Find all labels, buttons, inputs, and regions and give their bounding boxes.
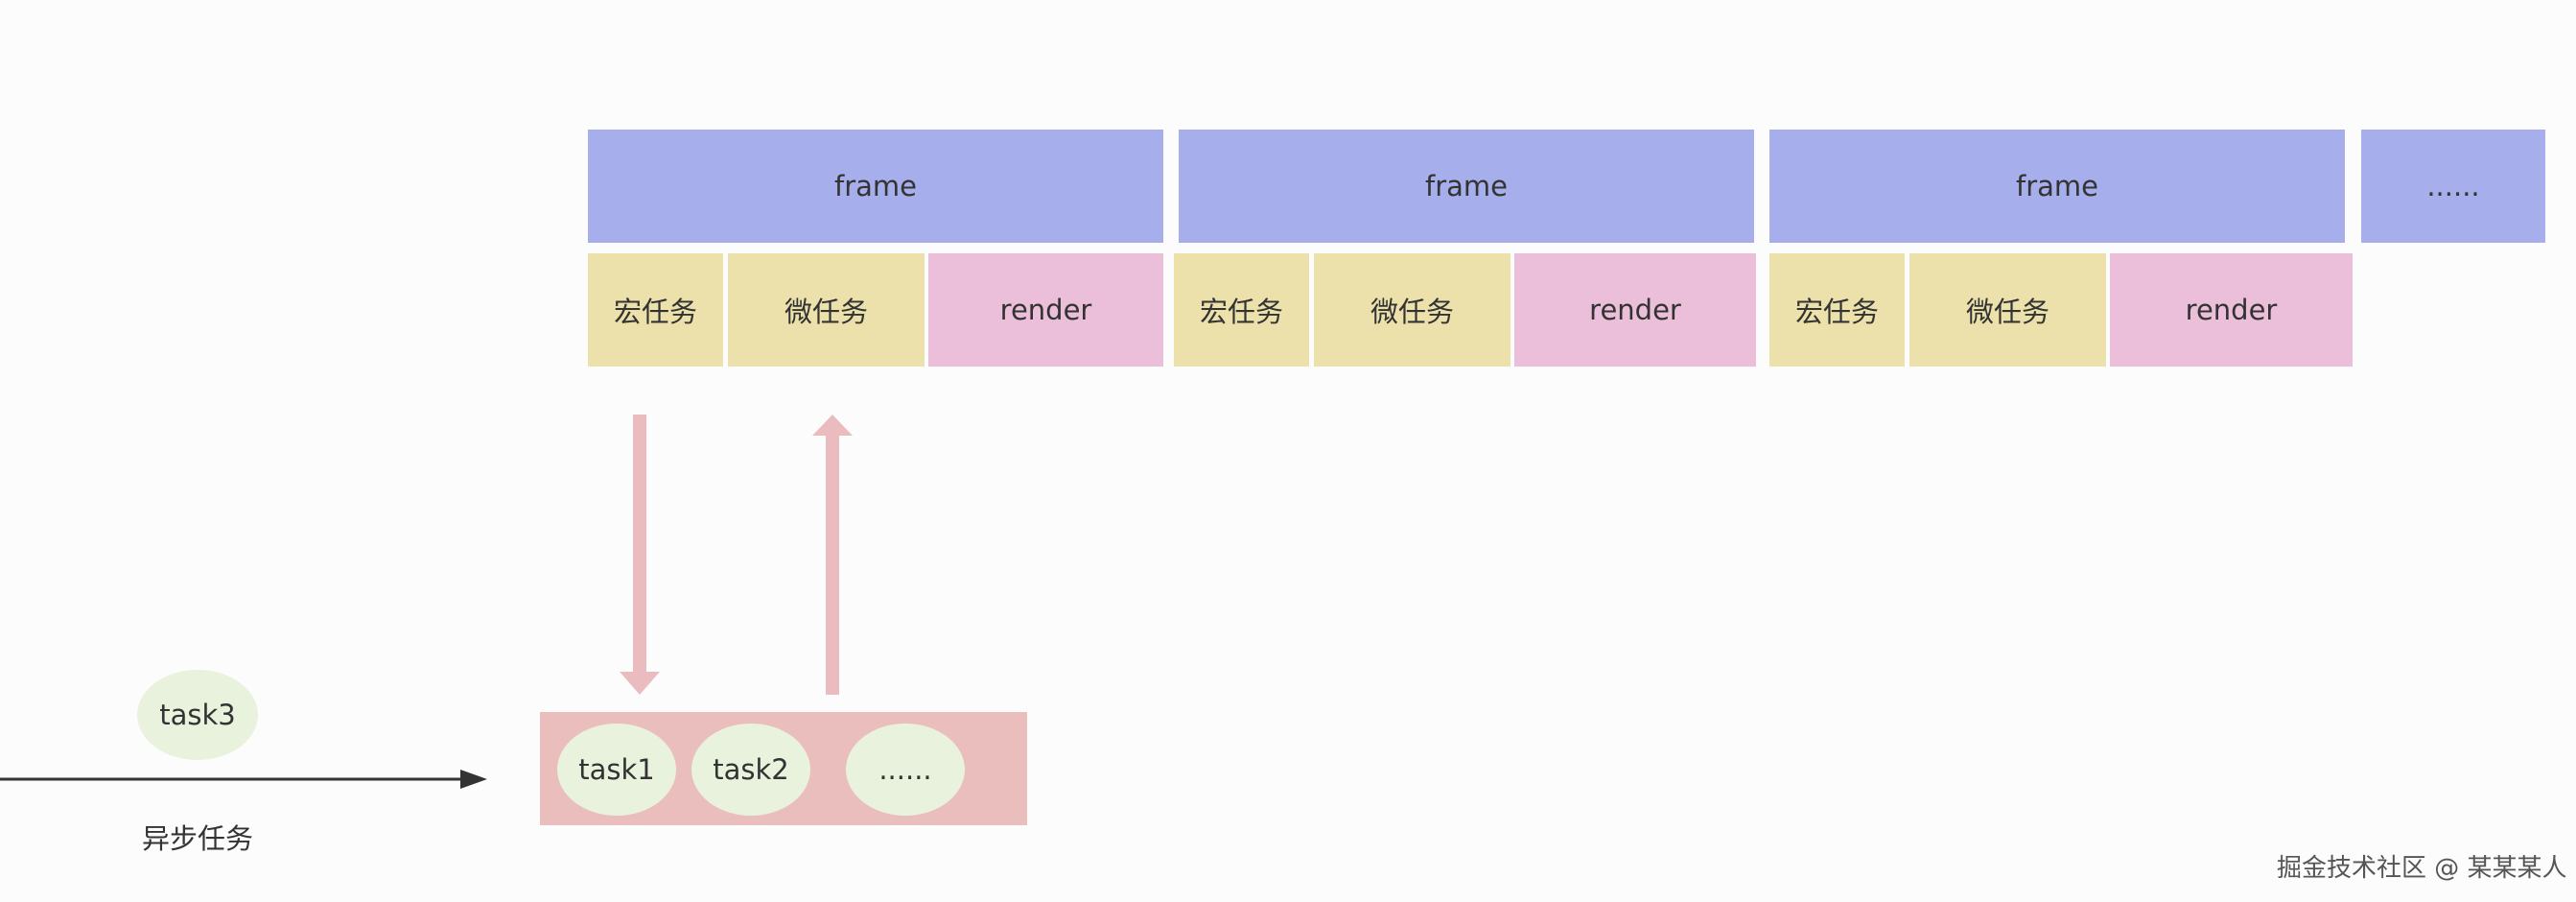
queue-task-2: task2 xyxy=(691,724,810,816)
macro-task-block-2: 宏任务 xyxy=(1174,253,1309,367)
render-block-1: render xyxy=(928,253,1163,367)
render-label: render xyxy=(1589,294,1681,326)
microtask-up-arrow xyxy=(812,415,853,695)
frame-block-1: frame xyxy=(588,130,1163,243)
macro-task-block-1: 宏任务 xyxy=(588,253,723,367)
frame-ellipsis-label: ...... xyxy=(2426,170,2480,202)
queue-task-more: ...... xyxy=(846,724,965,816)
render-label: render xyxy=(999,294,1092,326)
frame-block-more: ...... xyxy=(2361,130,2545,243)
render-block-3: render xyxy=(2110,253,2353,367)
micro-task-block-2: 微任务 xyxy=(1314,253,1510,367)
micro-task-label: 微任务 xyxy=(1965,296,2049,328)
micro-task-label: 微任务 xyxy=(1370,296,1454,328)
queue-task-label: task2 xyxy=(713,753,789,786)
queue-task-label: ...... xyxy=(878,753,932,786)
frame-block-3: frame xyxy=(1769,130,2345,243)
micro-task-block-3: 微任务 xyxy=(1909,253,2106,367)
macro-task-label: 宏任务 xyxy=(1199,296,1283,328)
macro-task-label: 宏任务 xyxy=(613,296,697,328)
dequeue-arrow xyxy=(620,415,660,695)
queue-task-label: task1 xyxy=(578,753,655,786)
micro-task-label: 微任务 xyxy=(784,296,868,328)
macro-task-block-3: 宏任务 xyxy=(1769,253,1905,367)
watermark: 掘金技术社区 @ 某某某人 xyxy=(2277,854,2567,883)
frame-label: frame xyxy=(1425,170,1508,202)
micro-task-block-1: 微任务 xyxy=(728,253,925,367)
queue-task-1: task1 xyxy=(557,724,676,816)
incoming-task-label: task3 xyxy=(159,699,236,731)
frame-label: frame xyxy=(834,170,917,202)
render-block-2: render xyxy=(1514,253,1756,367)
macro-task-label: 宏任务 xyxy=(1794,296,1879,328)
incoming-task: task3 xyxy=(137,670,258,760)
frame-label: frame xyxy=(2016,170,2098,202)
frame-block-2: frame xyxy=(1179,130,1754,243)
async-task-caption: 异步任务 xyxy=(142,822,254,855)
incoming-timeline-arrow xyxy=(0,770,487,789)
render-label: render xyxy=(2185,294,2278,326)
